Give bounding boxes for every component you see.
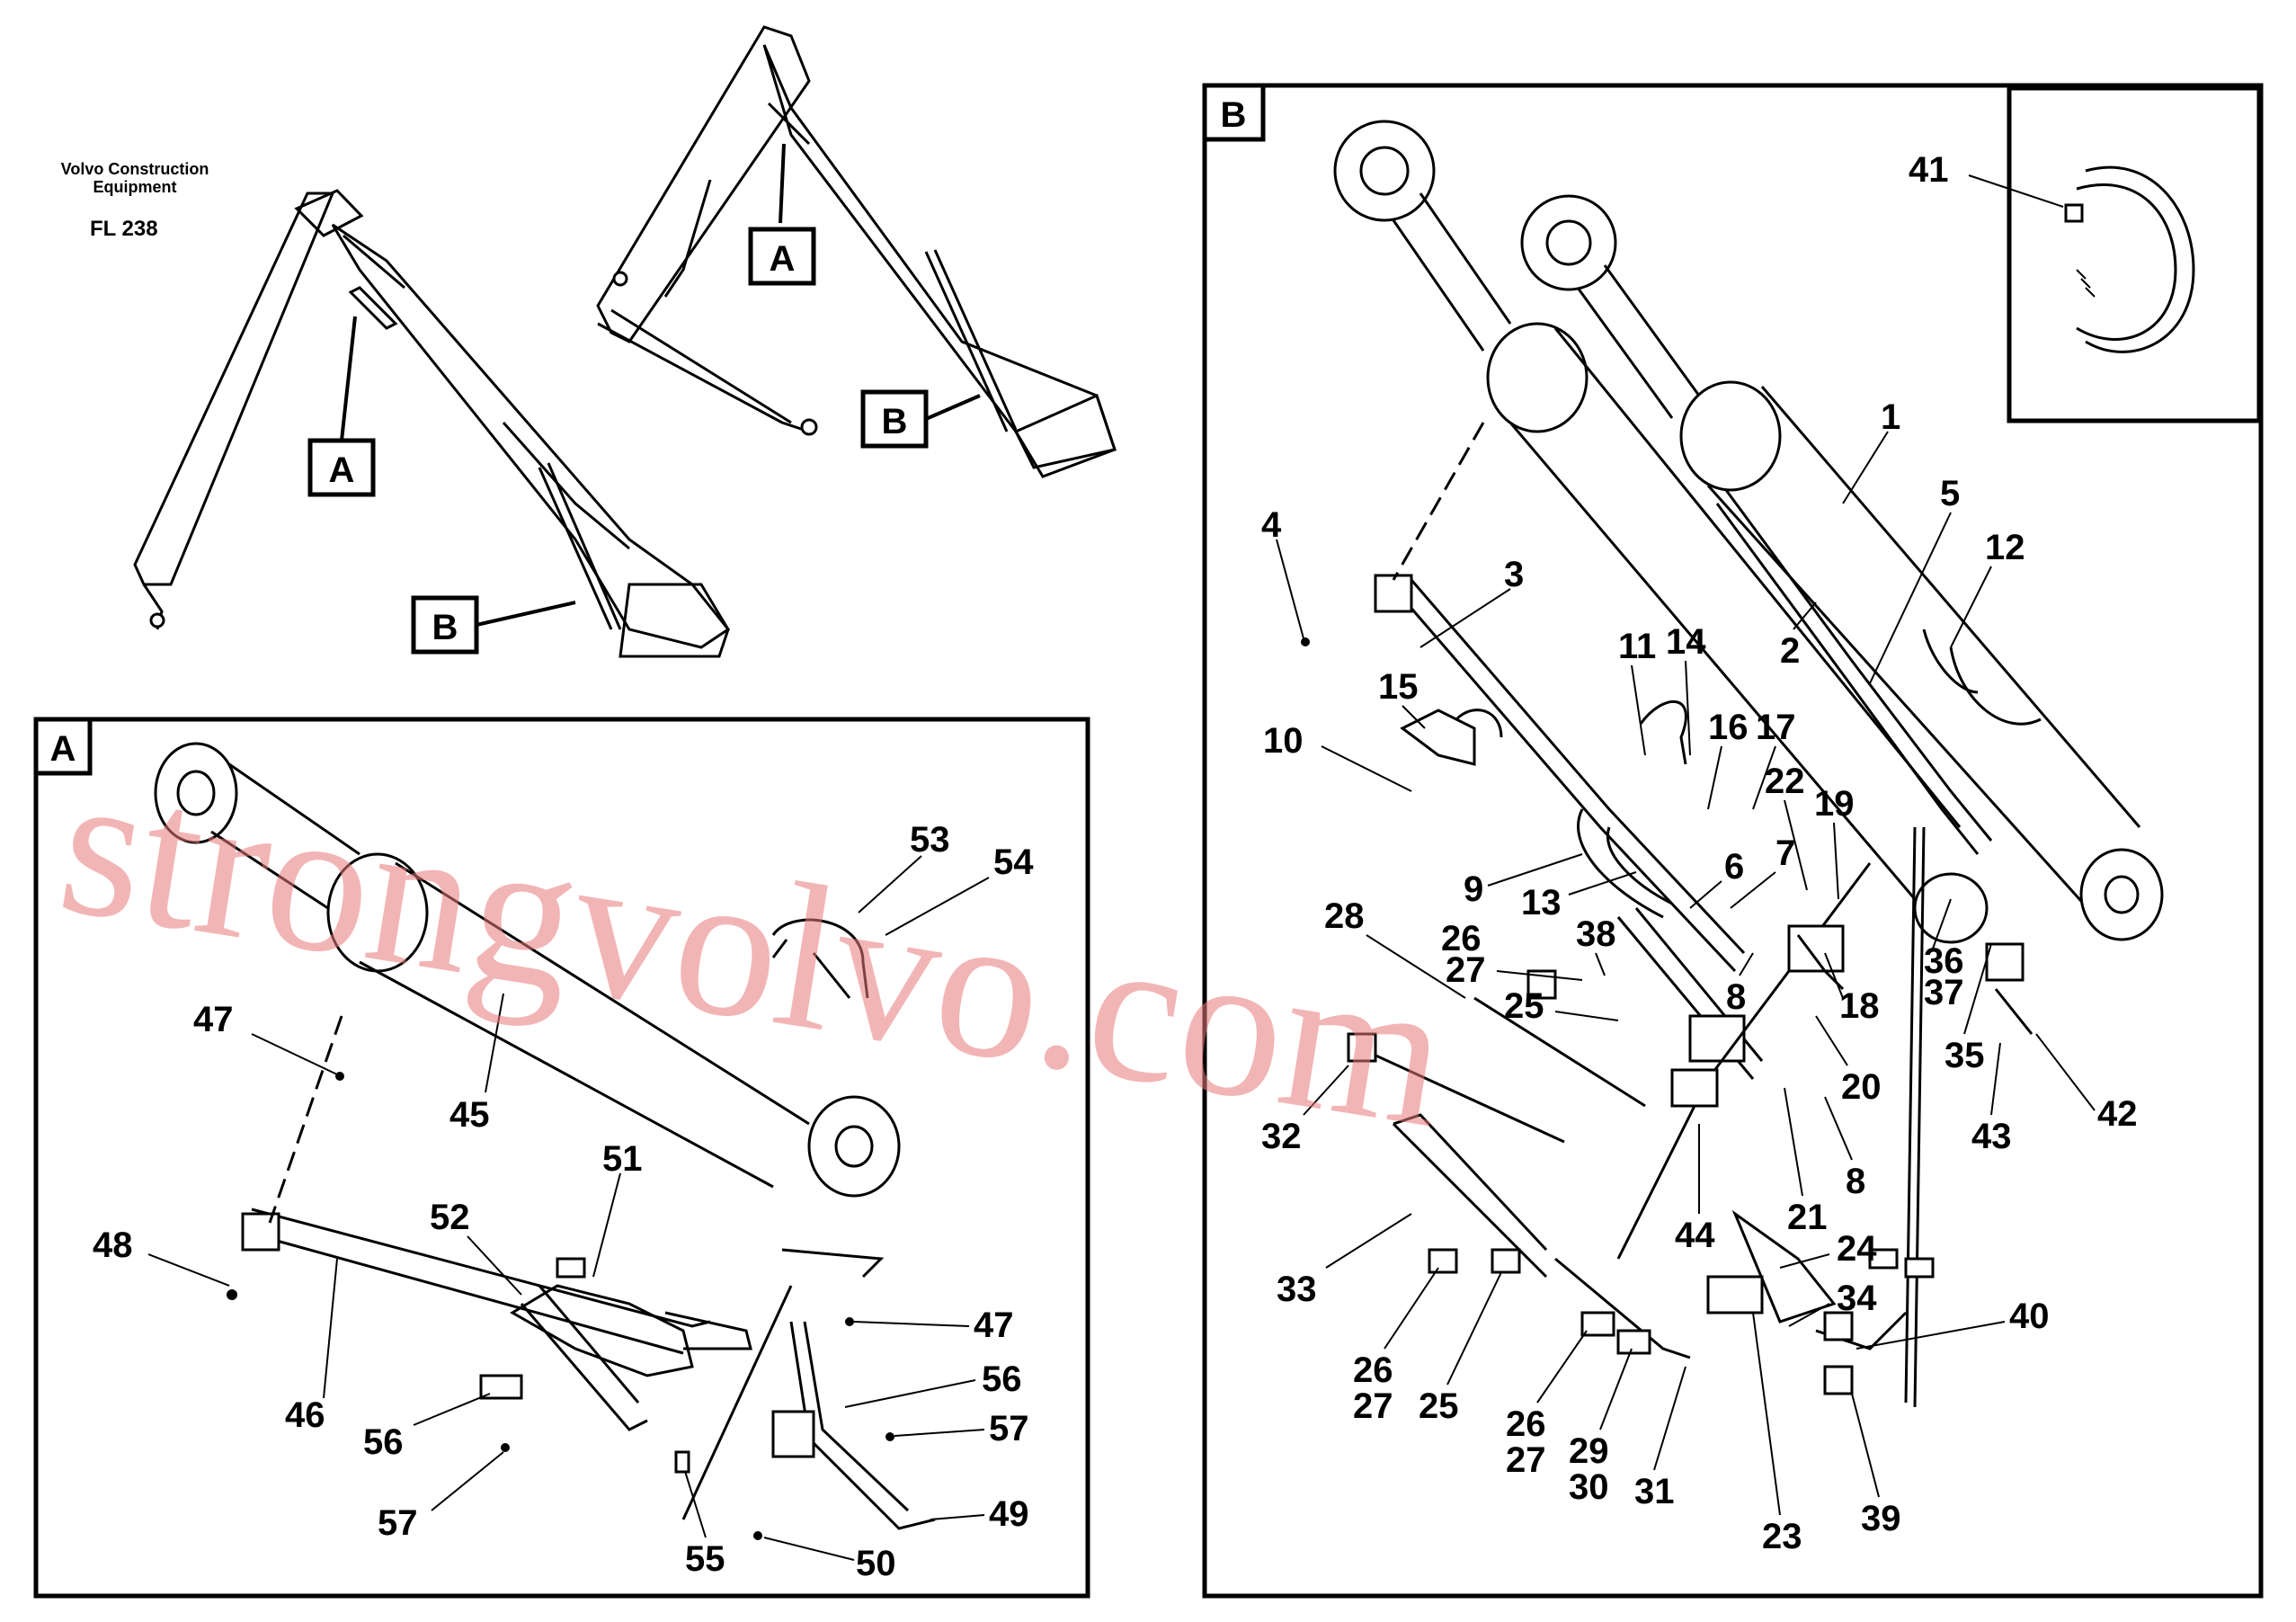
callout-40: 40: [2009, 1297, 2050, 1336]
callout-8-upper: 8: [1726, 977, 1746, 1017]
callout-15: 15: [1378, 667, 1419, 707]
panel-b: B: [1202, 83, 2264, 1599]
callout-45: 45: [449, 1095, 490, 1135]
callout-16: 16: [1708, 708, 1749, 747]
callout-20: 20: [1841, 1067, 1882, 1107]
callout-57-right: 57: [989, 1409, 1029, 1448]
callout-35: 35: [1944, 1036, 1985, 1075]
callout-11: 11: [1618, 627, 1656, 666]
callout-13: 13: [1521, 883, 1562, 922]
callout-51: 51: [602, 1139, 643, 1179]
callout-56-right: 56: [982, 1359, 1022, 1399]
twin-cylinders: [1333, 120, 2164, 944]
callout-22: 22: [1765, 762, 1805, 801]
callout-41: 41: [1909, 150, 1949, 190]
callout-28: 28: [1324, 896, 1365, 936]
callout-10: 10: [1263, 721, 1304, 761]
callout-36: 36: [1924, 941, 1964, 981]
band-clamp-41: [2064, 165, 2195, 353]
callout-31: 31: [1634, 1472, 1675, 1511]
callout-25-mid: 25: [1419, 1386, 1459, 1426]
callout-34: 34: [1837, 1279, 1877, 1318]
overview-tag-b-right: B: [882, 402, 908, 441]
callout-26-upper: 26: [1441, 919, 1482, 958]
callout-57-left: 57: [378, 1503, 418, 1543]
callout-12: 12: [1985, 528, 2025, 567]
callout-29: 29: [1569, 1431, 1609, 1471]
callout-3: 3: [1504, 555, 1524, 594]
callout-2: 2: [1780, 631, 1800, 671]
callout-21: 21: [1787, 1198, 1828, 1237]
brand-line-2: Equipment: [93, 178, 177, 196]
panel-a-tag: A: [50, 729, 76, 769]
callout-53: 53: [910, 820, 950, 860]
callout-50: 50: [856, 1544, 896, 1583]
panel-b-callouts: 41 1 5 12 4 3 2 11 14 15 16 17 10: [1261, 150, 2138, 1556]
drawing-code: FL 238: [90, 217, 158, 241]
brand-line-1: Volvo Construction: [61, 160, 209, 178]
callout-5: 5: [1940, 474, 1960, 513]
callout-19: 19: [1814, 784, 1855, 824]
callout-39: 39: [1861, 1499, 1901, 1538]
callout-47-right: 47: [974, 1306, 1014, 1345]
callout-49: 49: [989, 1494, 1029, 1534]
panel-b-tag: B: [1221, 95, 1247, 135]
callout-14: 14: [1666, 622, 1706, 662]
callout-24: 24: [1837, 1229, 1877, 1269]
callout-27-upper: 27: [1446, 950, 1486, 990]
callout-54: 54: [993, 842, 1034, 882]
callout-26-mid: 26: [1353, 1350, 1393, 1390]
callout-30: 30: [1569, 1467, 1609, 1507]
callout-8-lower: 8: [1846, 1162, 1865, 1201]
hoses-and-fittings: [1347, 422, 2033, 1408]
panel-a: A: [33, 717, 1090, 1599]
callout-52: 52: [430, 1198, 470, 1237]
watermark-text: strongvolvo.com: [47, 726, 1461, 1172]
callout-38: 38: [1576, 914, 1616, 954]
callout-44: 44: [1675, 1216, 1715, 1255]
overview-tag-a-right: A: [770, 239, 796, 279]
callout-56-left: 56: [363, 1422, 404, 1462]
callout-27-lower: 27: [1506, 1440, 1546, 1480]
callout-48: 48: [93, 1225, 133, 1265]
callout-27-mid: 27: [1353, 1386, 1393, 1426]
overview-tag-a-left: A: [329, 450, 355, 490]
callout-43: 43: [1971, 1117, 2012, 1156]
overview-tag-b-left: B: [432, 608, 458, 647]
callout-18: 18: [1839, 986, 1880, 1026]
callout-25-upper: 25: [1504, 986, 1544, 1026]
callout-55: 55: [685, 1539, 725, 1579]
callout-4: 4: [1261, 505, 1282, 545]
callout-47-upper: 47: [193, 1000, 234, 1039]
panel-a-callouts: 53 54 47 45 51 52 48 46 56 57 47 56 57 5…: [93, 820, 1034, 1583]
callout-9: 9: [1464, 869, 1483, 909]
callout-17: 17: [1756, 708, 1796, 747]
callout-1: 1: [1881, 397, 1900, 437]
callout-32: 32: [1261, 1117, 1302, 1156]
callout-46: 46: [285, 1395, 325, 1435]
callout-42: 42: [2097, 1094, 2138, 1134]
callout-37: 37: [1924, 973, 1964, 1012]
overview-loader-right: [596, 25, 1117, 478]
overview-tags: A B A B: [307, 143, 981, 655]
inset-41-frame: [2007, 85, 2262, 423]
callout-33: 33: [1277, 1270, 1317, 1309]
overview-loader-left: [133, 189, 731, 658]
cylinder-45: [154, 742, 901, 1198]
callout-6: 6: [1724, 847, 1744, 887]
header-block: Volvo Construction Equipment FL 238: [61, 160, 209, 241]
callout-26-lower: 26: [1506, 1404, 1546, 1444]
callout-7: 7: [1775, 833, 1795, 873]
callout-23: 23: [1762, 1517, 1802, 1556]
